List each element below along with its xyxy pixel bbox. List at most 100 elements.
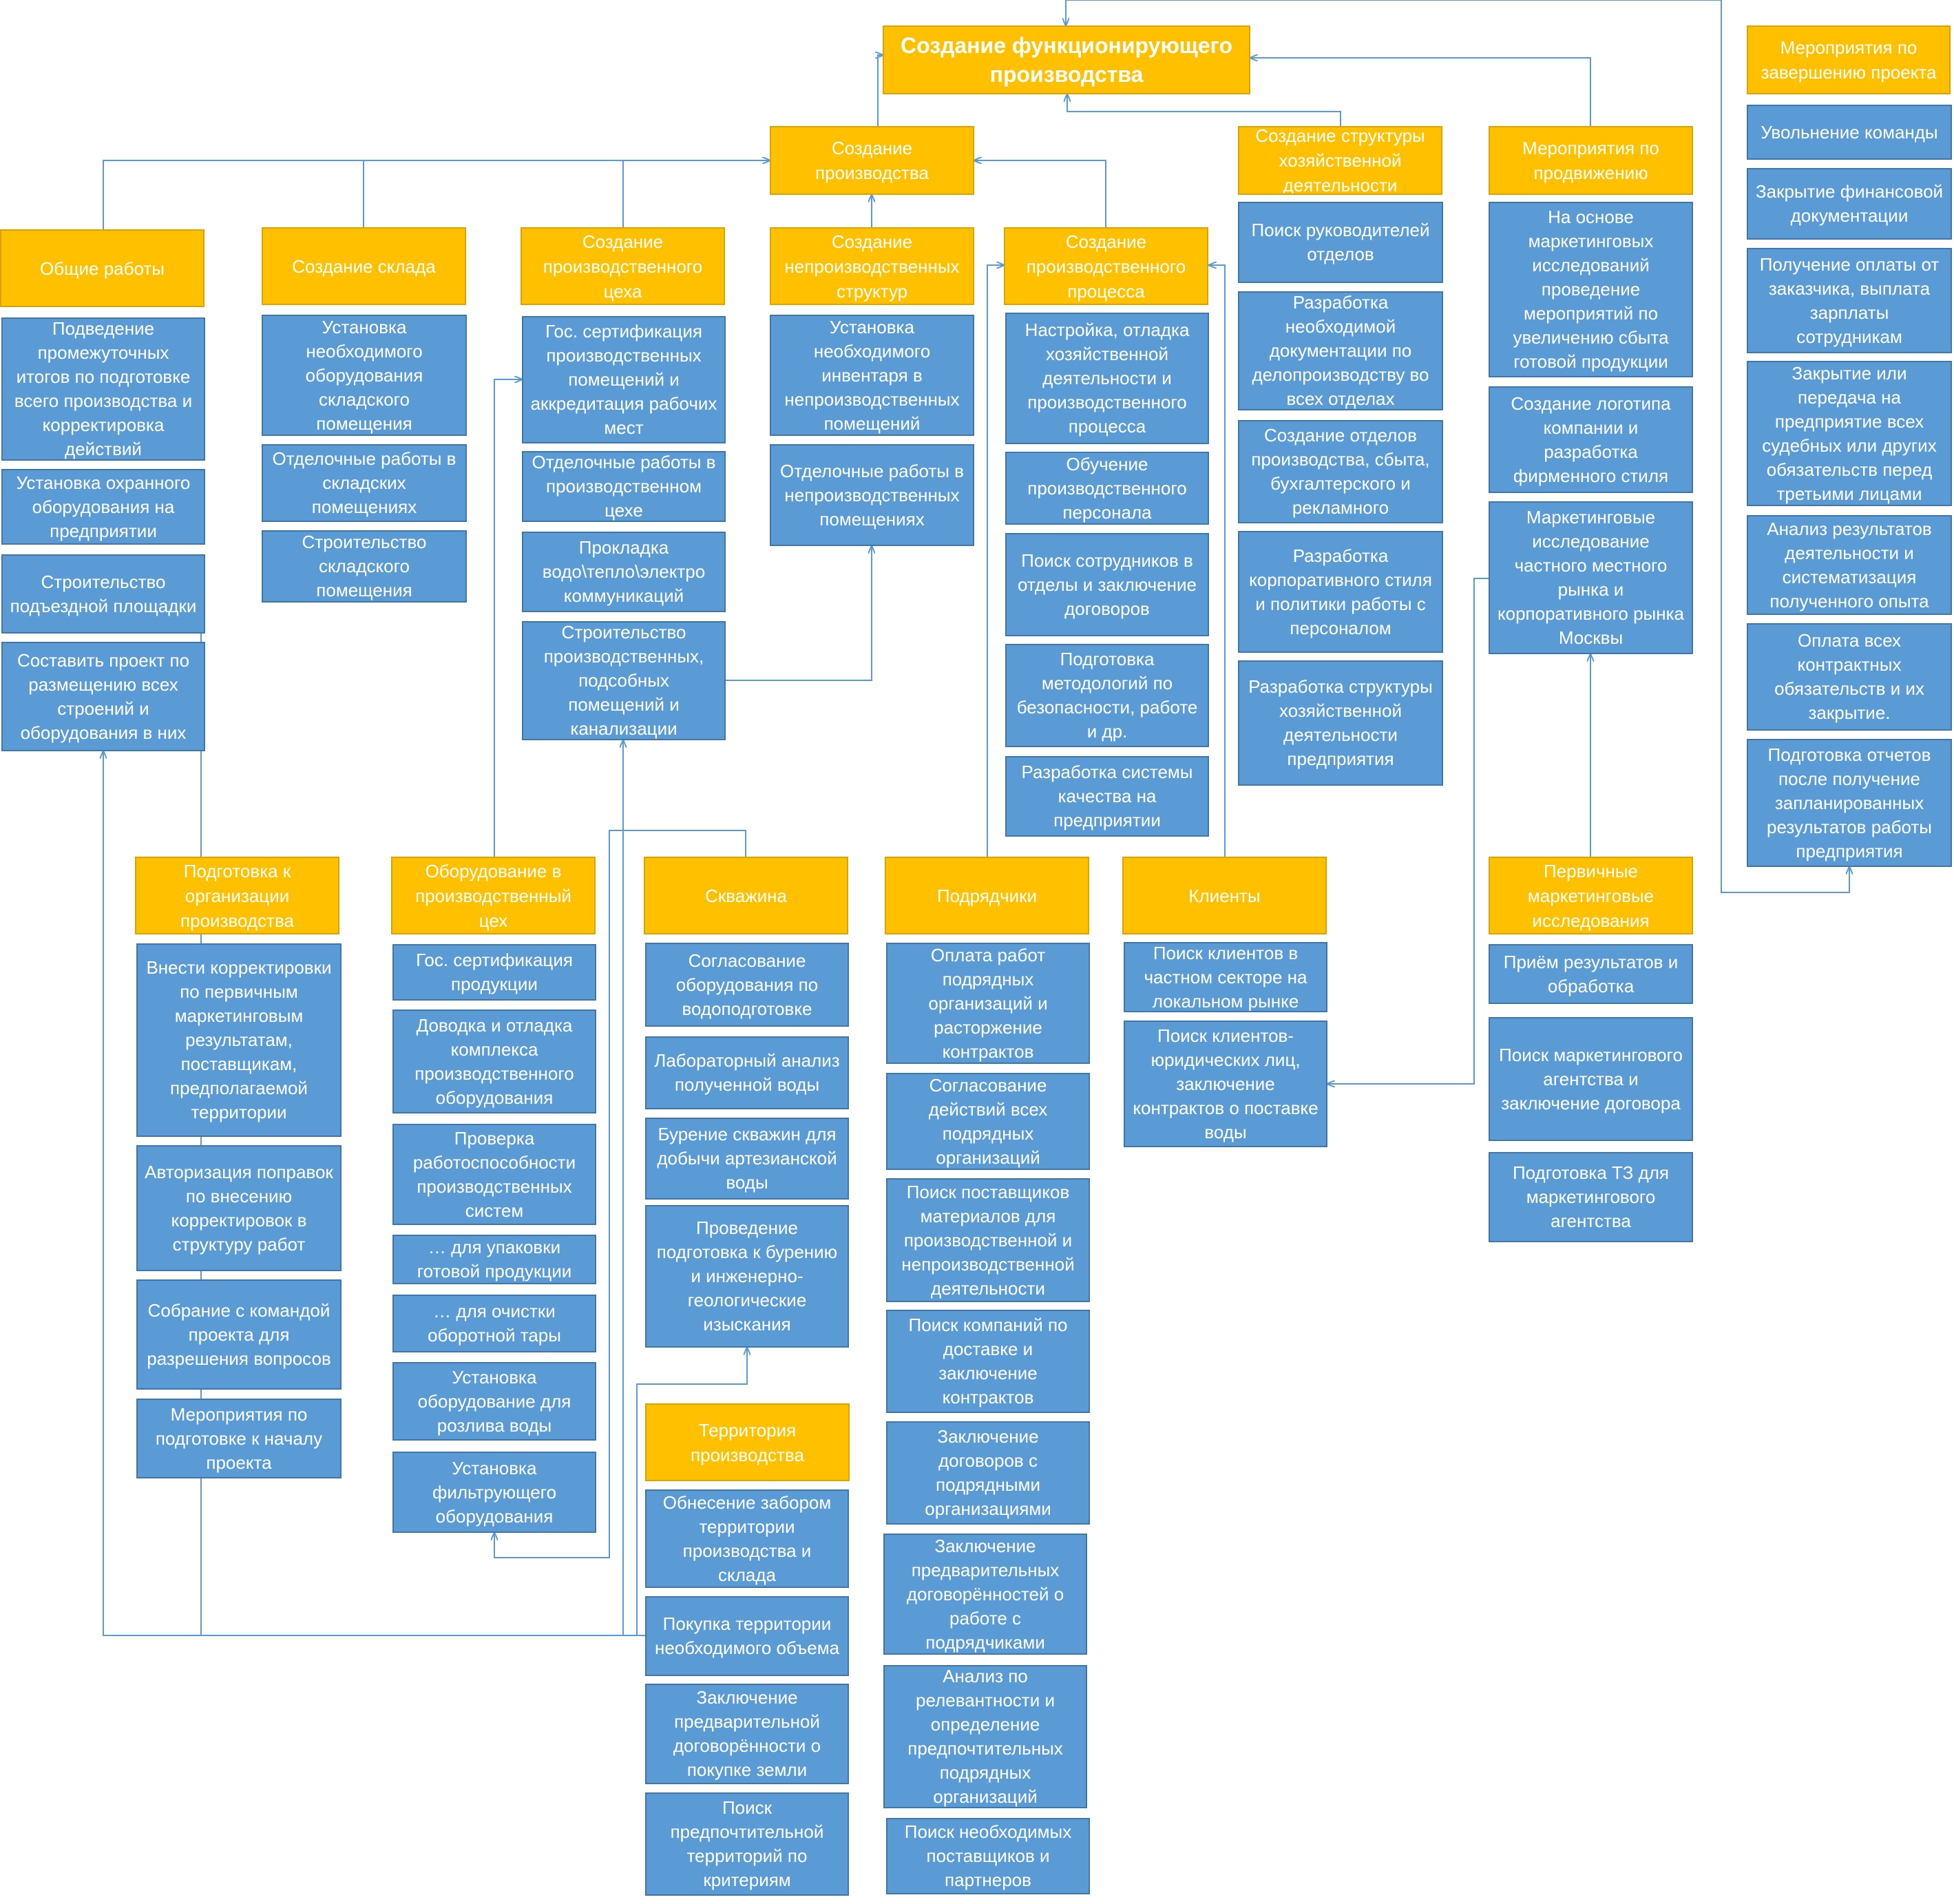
equipment-header-text: Оборудование в производственный цех <box>415 860 571 931</box>
completion-item-3-text: Получение оплаты от заказчика, выплата з… <box>1759 253 1940 347</box>
contractors-item-5: Заключение договоров с подрядными органи… <box>886 1421 1090 1525</box>
process-header: Создание производственного процесса <box>1004 227 1208 305</box>
research-item-1: Приём результатов и обработка <box>1489 944 1693 1004</box>
process-item-2: Обучение производственного персонала <box>1005 452 1209 525</box>
completion-item-4-text: Закрытие или передача на предприятие все… <box>1762 362 1937 504</box>
process-item-2-text: Обучение производственного персонала <box>1027 453 1187 523</box>
promotion-item-2: Создание логотипа компании и разработка … <box>1489 386 1693 493</box>
process-item-5: Разработка системы качества на предприят… <box>1005 756 1209 837</box>
warehouse-header-text: Создание склада <box>292 255 436 277</box>
link-workshop4-to-nonprod <box>726 546 872 681</box>
promotion-item-1-text: На основе маркетинговых исследований про… <box>1513 207 1669 372</box>
nonprod-item-2-text: Отделочные работы в непроизводственных п… <box>780 460 964 530</box>
contractors-item-8: Поиск необходимых поставщиков и партнеро… <box>886 1818 1090 1894</box>
well-item-3: Бурение скважин для добычи артезианской … <box>645 1118 849 1200</box>
workshop-item-1-text: Гос. сертификация производственных помещ… <box>530 321 717 438</box>
contractors-item-2-text: Согласование действий всех подрядных орг… <box>928 1074 1048 1168</box>
equipment-item-3-text: Проверка работоспособности производствен… <box>412 1127 576 1221</box>
equipment-item-4-text: … для упаковки готовой продукции <box>417 1237 572 1281</box>
link-process-to-production <box>974 160 1106 227</box>
research-header: Первичные маркетинговые исследования <box>1489 857 1693 934</box>
root-box: Создание функционирующего производства <box>883 25 1250 94</box>
well-header-text: Скважина <box>705 885 787 906</box>
completion-item-1-text: Увольнение команды <box>1761 121 1938 143</box>
link-clients-to-process <box>1209 265 1226 857</box>
contractors-header: Подрядчики <box>885 857 1089 934</box>
process-item-4: Подготовка методологий по безопасности, … <box>1005 644 1209 747</box>
prep-item-3: Собрание с командой проекта для разрешен… <box>136 1279 342 1390</box>
contractors-header-text: Подрядчики <box>936 885 1038 906</box>
equipment-item-6-text: Установка оборудование для розлива воды <box>417 1366 571 1436</box>
completion-item-1: Увольнение команды <box>1747 105 1952 160</box>
warehouse-header: Создание склада <box>262 227 466 305</box>
structure-item-5: Разработка структуры хозяйственной деяте… <box>1238 660 1443 786</box>
workshop-item-4: Строительство производственных, подсобны… <box>522 621 726 740</box>
research-item-3: Подготовка ТЗ для маркетингового агентст… <box>1489 1152 1693 1242</box>
completion-item-6: Оплата всех контрактных обязательств и и… <box>1747 623 1952 731</box>
link-equipment-to-workshop <box>494 379 522 857</box>
territory-header-text: Территория производства <box>691 1419 804 1465</box>
workshop-header-text: Создание производственного цеха <box>543 231 703 302</box>
link-completion-to-root <box>1066 0 1722 25</box>
equipment-item-3: Проверка работоспособности производствен… <box>392 1124 596 1225</box>
general-item-3: Строительство подъездной площадки <box>1 554 205 634</box>
structure-item-1-text: Поиск руководителей отделов <box>1251 220 1430 264</box>
structure-item-2-text: Разработка необходимой документации по д… <box>1252 292 1429 409</box>
process-item-5-text: Разработка системы качества на предприят… <box>1021 762 1193 830</box>
clients-item-1: Поиск клиентов в частном секторе на лока… <box>1124 942 1327 1012</box>
structure-item-2: Разработка необходимой документации по д… <box>1238 291 1443 410</box>
general-item-2-text: Установка охранного оборудования на пред… <box>16 472 191 541</box>
process-item-1: Настройка, отладка хозяйственной деятель… <box>1005 313 1209 444</box>
contractors-item-4: Поиск компаний по доставке и заключение … <box>886 1310 1090 1413</box>
level1-promotion-header: Мероприятия по продвижению <box>1489 126 1693 195</box>
level1-structure-header: Создание структуры хозяйственной деятель… <box>1238 126 1442 195</box>
nonprod-item-1-text: Установка необходимого инвентаря в непро… <box>784 316 960 434</box>
prep-header-text: Подготовка к организации производства <box>180 860 294 931</box>
level1-promotion-header-text: Мероприятия по продвижению <box>1522 138 1659 183</box>
territory-item-3: Заключение предварительной договорённост… <box>645 1684 849 1784</box>
research-item-1-text: Приём результатов и обработка <box>1503 951 1679 996</box>
well-item-1-text: Согласование оборудования по водоподгото… <box>675 950 819 1019</box>
contractors-item-3: Поиск поставщиков материалов для произво… <box>886 1178 1090 1302</box>
contractors-item-2: Согласование действий всех подрядных орг… <box>886 1073 1090 1170</box>
nonprod-header-text: Создание непроизводственных структур <box>784 231 960 302</box>
promotion-item-1: На основе маркетинговых исследований про… <box>1489 202 1693 377</box>
structure-item-3-text: Создание отделов производства, сбыта, бу… <box>1251 425 1430 518</box>
workshop-item-2: Отделочные работы в производственном цех… <box>522 451 726 522</box>
link-promotion3-to-clients <box>1327 578 1489 1084</box>
workshop-item-3: Прокладка водо\тепло\электро коммуникаци… <box>522 532 726 612</box>
workshop-item-2-text: Отделочные работы в производственном цех… <box>532 452 716 521</box>
clients-header: Клиенты <box>1122 857 1327 934</box>
contractors-item-1: Оплата работ подрядных организаций и рас… <box>886 943 1090 1064</box>
completion-item-7-text: Подготовка отчетов после получение запла… <box>1766 744 1932 861</box>
level1-production-header: Создание производства <box>770 126 974 195</box>
research-item-2: Поиск маркетингового агентства и заключе… <box>1489 1017 1693 1141</box>
equipment-item-1: Гос. сертификация продукции <box>392 944 596 1001</box>
structure-item-4: Разработка корпоративного стиля и полити… <box>1238 531 1443 653</box>
equipment-item-2-text: Доводка и отладка комплекса производстве… <box>414 1014 574 1108</box>
clients-header-text: Клиенты <box>1188 885 1261 906</box>
prep-item-2-text: Авторизация поправок по внесению коррект… <box>145 1161 333 1255</box>
territory-item-2-text: Покупка территории необходимого объема <box>654 1613 840 1658</box>
completion-item-5: Анализ результатов деятельности и систем… <box>1747 515 1952 615</box>
warehouse-item-3: Строительство складского помещения <box>262 530 467 603</box>
equipment-item-7: Установка фильтрующего оборудования <box>392 1452 596 1533</box>
well-item-4: Проведение подготовка к бурению и инжене… <box>645 1205 849 1348</box>
territory-item-1: Обнесение забором территории производств… <box>645 1489 849 1588</box>
completion-item-3: Получение оплаты от заказчика, выплата з… <box>1747 248 1952 353</box>
prep-item-1: Внести корректировки по первичным маркет… <box>136 943 342 1137</box>
structure-item-3: Создание отделов производства, сбыта, бу… <box>1238 420 1443 523</box>
well-item-2: Лабораторный анализ полученной воды <box>645 1036 849 1109</box>
clients-item-2: Поиск клиентов-юридических лиц, заключен… <box>1124 1021 1327 1147</box>
completion-item-4: Закрытие или передача на предприятие все… <box>1747 361 1952 506</box>
general-item-4-text: Составить проект по размещению всех стро… <box>17 649 190 743</box>
process-item-3: Поиск сотрудников в отделы и заключение … <box>1005 533 1209 636</box>
prep-item-1-text: Внести корректировки по первичным маркет… <box>146 957 332 1122</box>
general-item-3-text: Строительство подъездной площадки <box>10 571 197 616</box>
equipment-item-1-text: Гос. сертификация продукции <box>416 950 573 994</box>
prep-item-4-text: Мероприятия по подготовке к началу проек… <box>155 1403 323 1473</box>
territory-item-4-text: Поиск предпочтительной территорий по кри… <box>670 1797 824 1890</box>
contractors-item-6-text: Заключение предварительных договорённост… <box>906 1535 1064 1653</box>
equipment-header: Оборудование в производственный цех <box>391 857 596 934</box>
process-item-4-text: Подготовка методологий по безопасности, … <box>1016 649 1198 742</box>
